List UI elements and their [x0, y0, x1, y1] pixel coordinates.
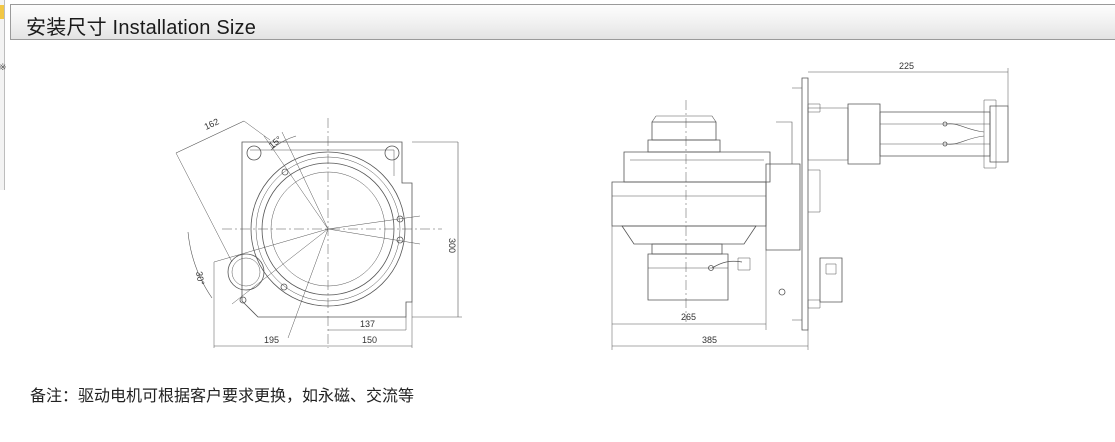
title-bar: 安装尺寸 Installation Size [10, 4, 1115, 40]
dim-137: 137 [360, 319, 375, 329]
dim-385: 385 [702, 335, 717, 345]
dim-300: 300 [447, 238, 457, 253]
remark-note: 备注：驱动电机可根据客户要求更换，如永磁、交流等 [30, 386, 415, 405]
dim-15-deg: 15° [267, 134, 284, 151]
dim-225: 225 [899, 61, 914, 71]
right-view [611, 68, 1009, 350]
dim-150: 150 [362, 335, 377, 345]
window-left-edge: ※ [0, 0, 7, 190]
dim-30-deg: 30° [194, 271, 206, 287]
dim-195: 195 [264, 335, 279, 345]
right-view-dims: 225 265 385 [681, 61, 914, 345]
page-title: 安装尺寸 Installation Size [26, 17, 257, 39]
edge-glyph: ※ [0, 63, 7, 73]
dim-265: 265 [681, 312, 696, 322]
dim-162: 162 [203, 116, 221, 131]
left-view [175, 118, 462, 348]
tab-marker [0, 5, 4, 19]
